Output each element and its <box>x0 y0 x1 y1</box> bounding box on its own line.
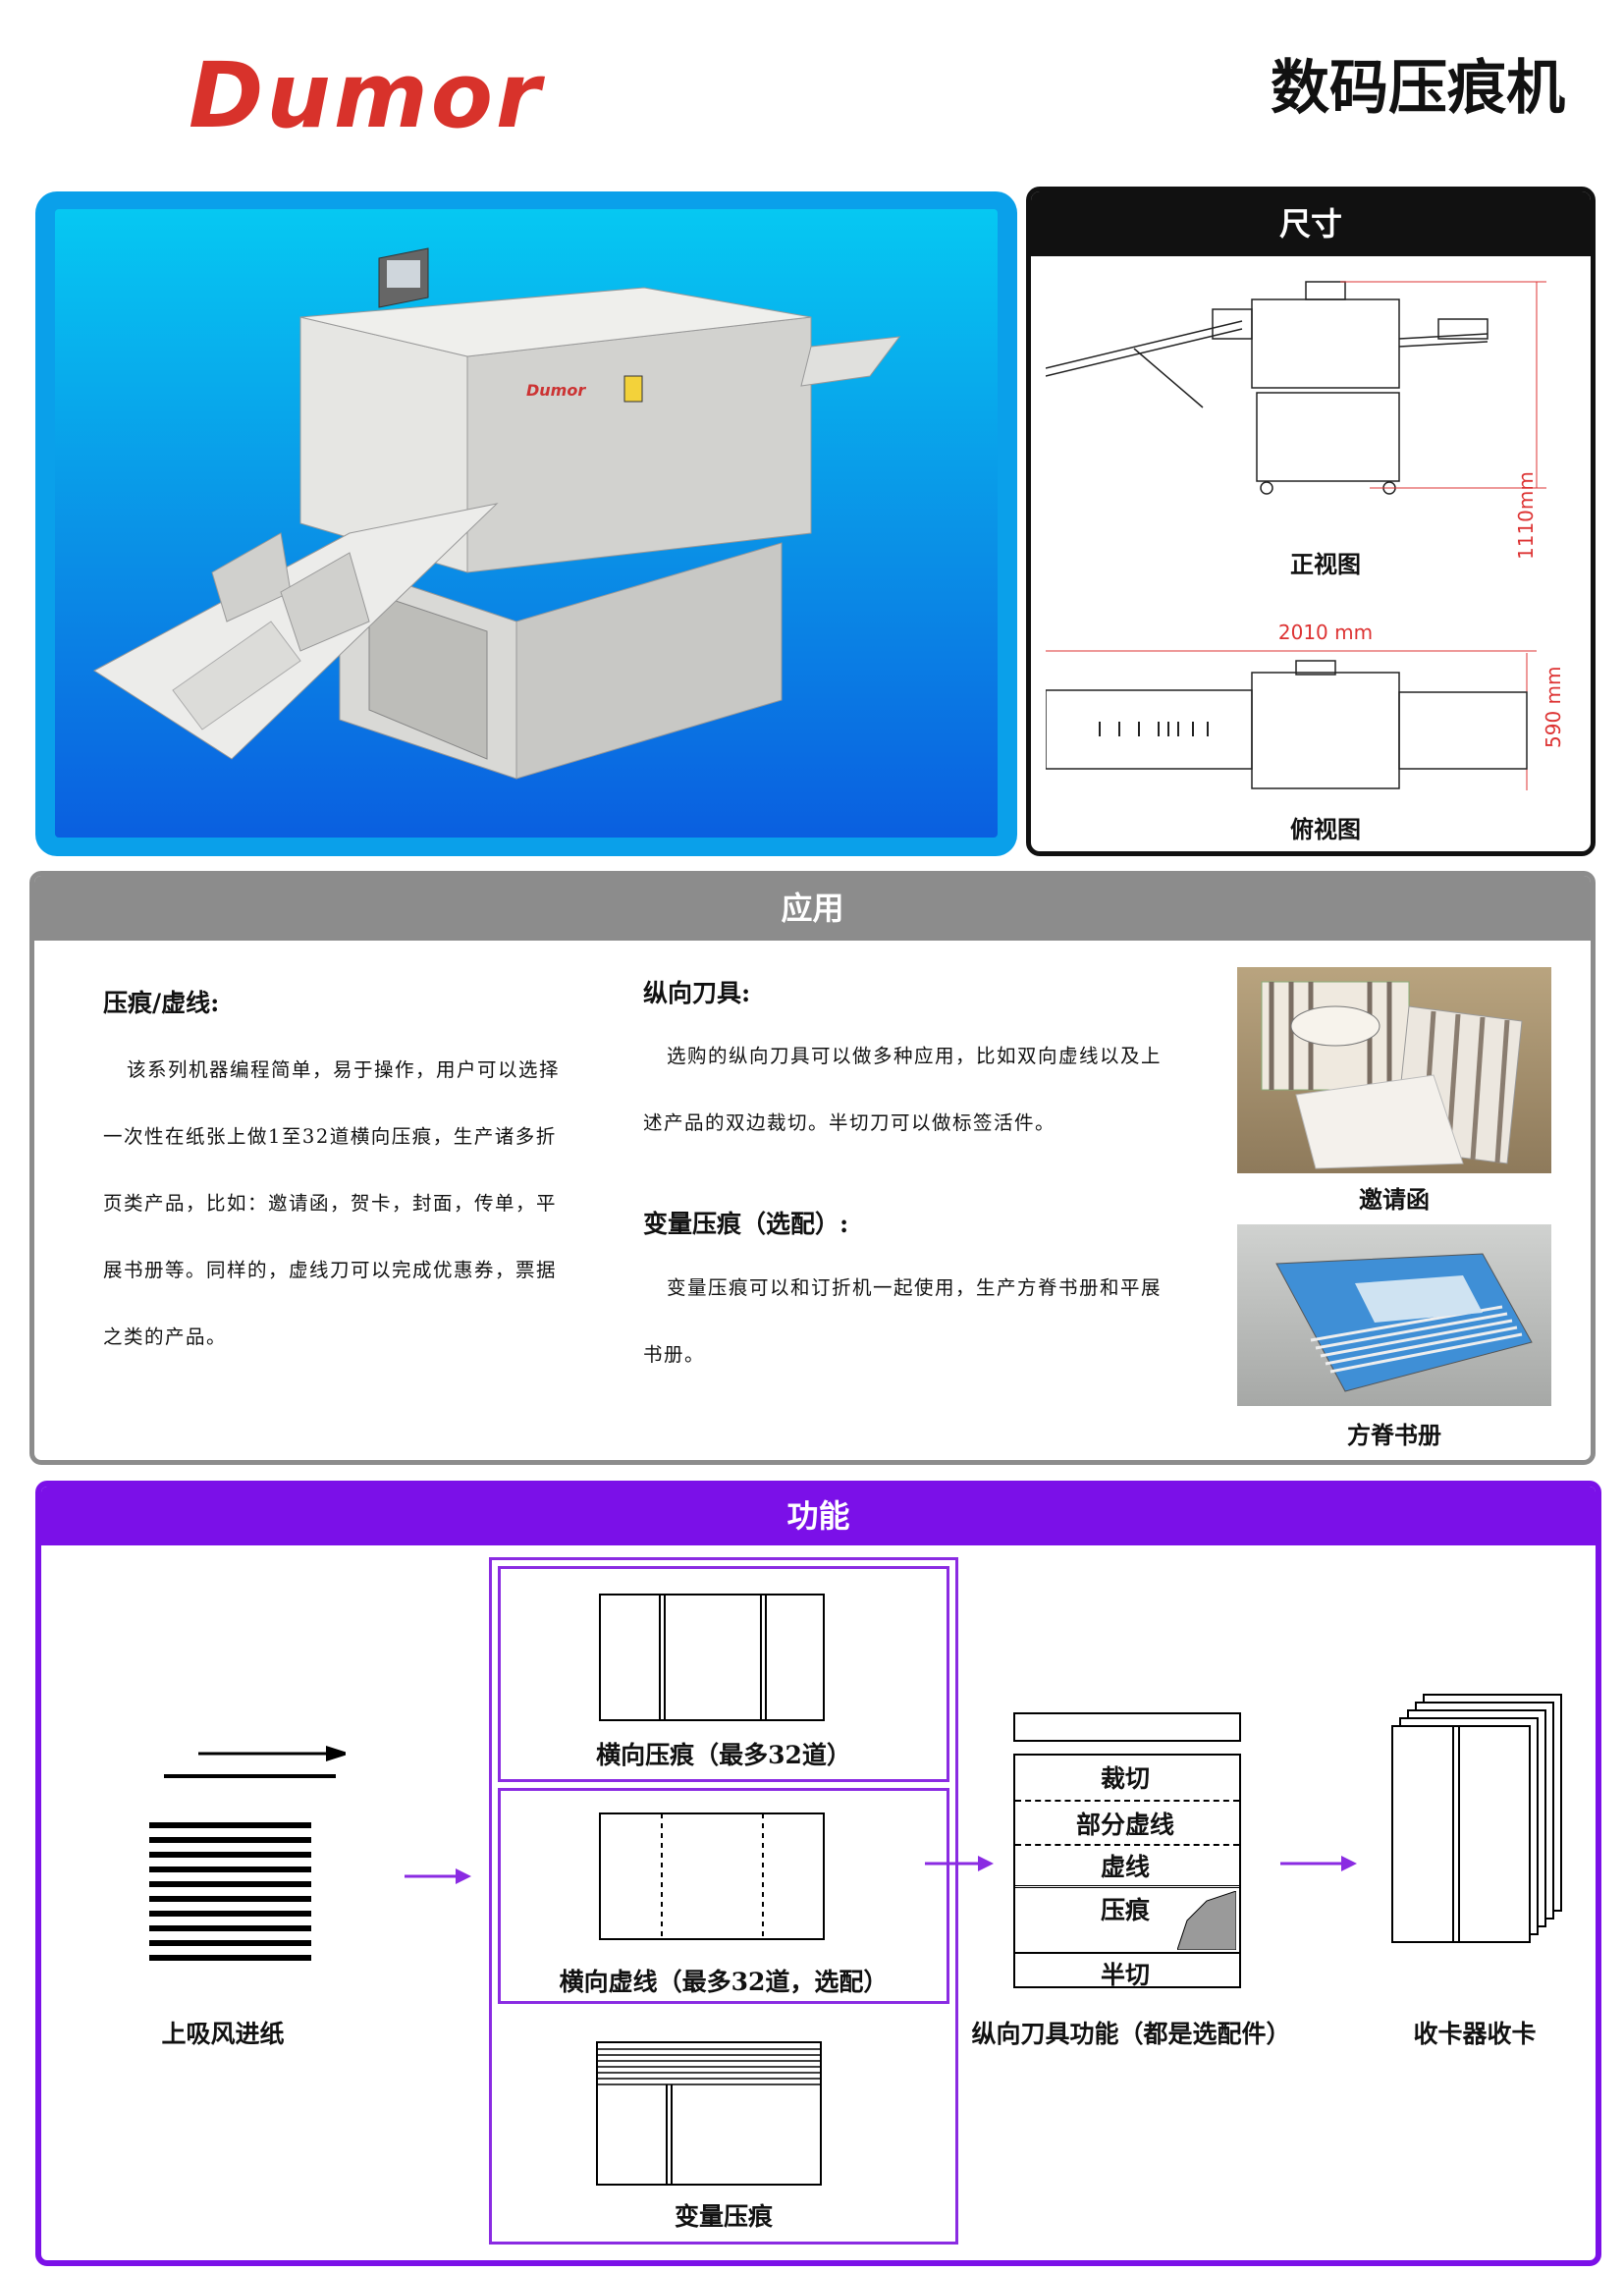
variable-crease-caption: 变量压痕 <box>674 2202 773 2231</box>
crease-heading: 压痕/虚线: <box>103 989 220 1017</box>
arrow-right-icon <box>405 1868 471 1884</box>
crease-line-4: 展书册等。同样的，虚线刀可以完成优惠券，票据 <box>103 1259 558 1281</box>
slitter-caption: 纵向刀具功能（都是选配件） <box>971 2020 1291 2048</box>
crease-line-2: 一次性在纸张上做1至32道横向压痕，生产诸多折 <box>103 1125 557 1148</box>
trimmed-strip <box>1013 1712 1241 1742</box>
crease-options-box: 横向压痕（最多32道） 横向虚线（最多32道，选配） <box>489 1557 958 2245</box>
invitation-caption: 邀请函 <box>1359 1185 1430 1214</box>
booklet-image <box>1237 1224 1551 1406</box>
feed-caption: 上吸风进纸 <box>161 2020 285 2048</box>
peel-corner-icon <box>1177 1891 1236 1950</box>
slitter-diagram: 裁切 部分虚线 虚线 压痕 半切 <box>1013 1712 1241 1989</box>
slitter-item-partial-perf: 部分虚线 <box>1075 1811 1174 1839</box>
front-view-caption: 正视图 <box>1290 550 1361 578</box>
stacker-diagram <box>1391 1694 1562 1943</box>
slitter-line-2: 述产品的双边裁切。半切刀可以做标签活件。 <box>643 1111 1056 1134</box>
variable-text: 变量压痕可以和订折机一起使用，生产方脊书册和平展 书册。 <box>643 1255 1232 1388</box>
slitter-item-perf: 虚线 <box>1100 1853 1150 1881</box>
height-dimension-label: 1110mm <box>1514 471 1538 560</box>
crease-line-3: 页类产品，比如：邀请函，贺卡，封面，传单，平 <box>103 1192 558 1215</box>
top-view-drawing <box>1046 650 1537 790</box>
functions-header: 功能 <box>41 1487 1596 1545</box>
arrow-right-icon <box>925 1856 994 1871</box>
slitter-item-crease: 压痕 <box>1100 1896 1150 1924</box>
dimensions-panel: 尺寸 1110mm 正视图 2010 mm <box>1026 187 1596 856</box>
slitter-line-1: 选购的纵向刀具可以做多种应用，比如双向虚线以及上 <box>667 1045 1163 1067</box>
product-photo: Dumor <box>55 209 998 838</box>
crease-line-1: 该系列机器编程简单，易于操作，用户可以选择 <box>127 1058 561 1081</box>
variable-line-2: 书册。 <box>643 1343 706 1366</box>
depth-dimension-label: 590 mm <box>1542 666 1565 748</box>
cross-perf-diagram <box>599 1812 825 1940</box>
feed-illustration <box>149 1746 346 1961</box>
front-view-drawing <box>1046 281 1546 495</box>
top-view-caption: 俯视图 <box>1290 815 1361 843</box>
cross-perf-caption: 横向虚线（最多32道，选配） <box>559 1968 889 1996</box>
cross-perf-option: 横向虚线（最多32道，选配） <box>498 1788 949 2004</box>
cross-crease-caption: 横向压痕（最多32道） <box>596 1741 851 1769</box>
booklet-caption: 方脊书册 <box>1347 1421 1441 1449</box>
cross-crease-option: 横向压痕（最多32道） <box>498 1566 949 1782</box>
variable-line-1: 变量压痕可以和订折机一起使用，生产方脊书册和平展 <box>667 1276 1163 1299</box>
page-title: 数码压痕机 <box>1271 54 1565 123</box>
dimensions-header: 尺寸 <box>1031 191 1591 256</box>
functions-panel: 功能 上吸风进纸 横向压痕（最多32道） <box>35 1481 1601 2266</box>
svg-text:Dumor: Dumor <box>526 381 586 400</box>
slitter-item-cut: 裁切 <box>1100 1764 1150 1793</box>
slitter-item-kiss-cut: 半切 <box>1100 1961 1150 1989</box>
slitter-text: 选购的纵向刀具可以做多种应用，比如双向虚线以及上 述产品的双边裁切。半切刀可以做… <box>643 1023 1232 1157</box>
slitter-sheet <box>1013 1754 1241 1988</box>
crease-text: 该系列机器编程简单，易于操作，用户可以选择 一次性在纸张上做1至32道横向压痕，… <box>103 1037 633 1371</box>
cross-crease-diagram <box>599 1594 825 1721</box>
variable-heading: 变量压痕（选配）: <box>643 1210 849 1238</box>
booklet-illustration <box>1275 1253 1533 1392</box>
brand-logo: Dumor <box>189 43 544 148</box>
slitter-heading: 纵向刀具: <box>643 979 751 1007</box>
variable-crease-diagram <box>596 2041 822 2186</box>
crease-line-5: 之类的产品。 <box>103 1325 228 1348</box>
invitation-illustration <box>1261 981 1523 1169</box>
width-dimension-label: 2010 mm <box>1277 621 1374 644</box>
application-panel: 应用 压痕/虚线: 该系列机器编程简单，易于操作，用户可以选择 一次性在纸张上做… <box>29 871 1596 1465</box>
stacker-caption: 收卡器收卡 <box>1413 2020 1537 2048</box>
arrow-right-icon <box>1280 1856 1357 1871</box>
machine-illustration: Dumor <box>93 247 901 780</box>
variable-crease-option: 变量压痕 <box>498 2007 949 2238</box>
application-header: 应用 <box>34 876 1591 941</box>
invitation-image <box>1237 967 1551 1173</box>
